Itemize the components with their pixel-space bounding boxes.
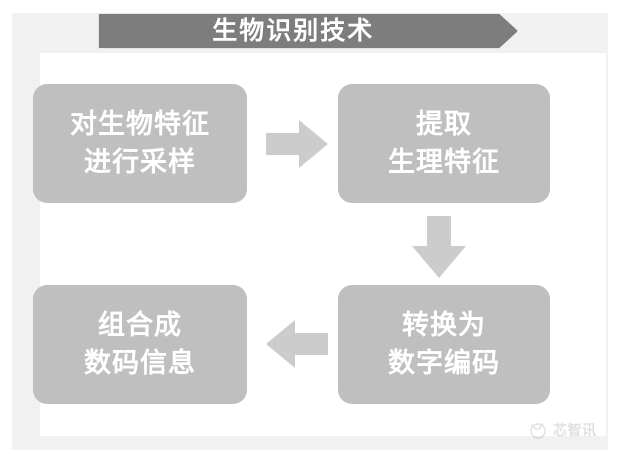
arrow-down-icon	[411, 216, 467, 278]
process-box-combine-line2: 数码信息	[84, 347, 196, 379]
process-box-sample-line1: 对生物特征	[70, 109, 210, 141]
process-box-convert: 转换为 数字编码	[338, 285, 550, 404]
process-box-sample: 对生物特征 进行采样	[33, 84, 247, 203]
process-box-combine: 组合成 数码信息	[33, 285, 247, 404]
banner-chevron-shape	[98, 13, 518, 49]
process-box-combine-line1: 组合成	[98, 310, 182, 342]
diagram-title-banner: 生物识别技术	[98, 13, 518, 49]
watermark-text: 芯智讯	[553, 423, 597, 439]
watermark: 芯智讯	[528, 418, 597, 442]
process-box-convert-line2: 数字编码	[388, 347, 500, 379]
process-box-extract-line2: 生理特征	[388, 146, 500, 178]
logo-mark-icon	[530, 423, 546, 439]
process-box-convert-line1: 转换为	[402, 310, 486, 342]
process-box-extract-line1: 提取	[416, 109, 472, 141]
arrow-right-icon	[266, 118, 328, 170]
diagram-title-text: 生物识别技术	[212, 16, 375, 45]
arrow-left-icon	[266, 318, 328, 370]
process-box-extract: 提取 生理特征	[338, 84, 550, 203]
process-box-sample-line2: 进行采样	[84, 146, 196, 178]
